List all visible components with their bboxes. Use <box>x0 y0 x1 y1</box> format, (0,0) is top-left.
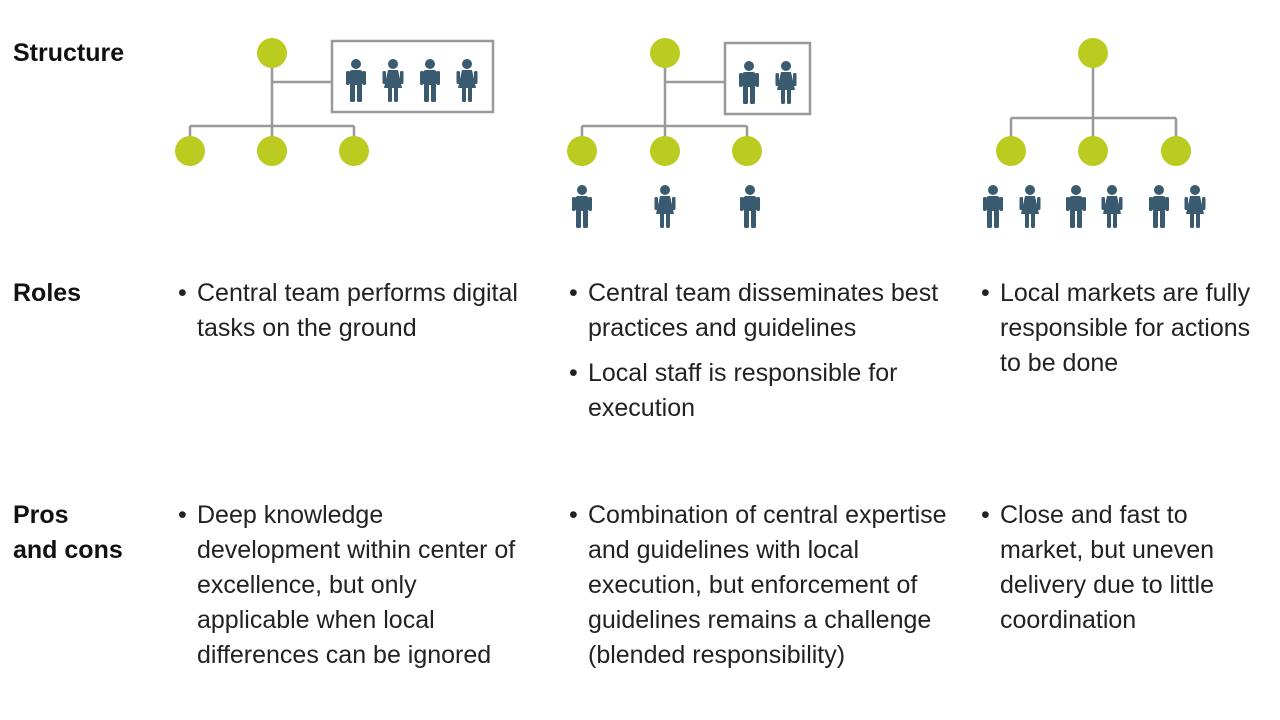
person-icon <box>1019 185 1041 228</box>
roles-bullet: Local staff is responsible for execution <box>566 356 966 426</box>
central-team-box <box>330 39 495 114</box>
person-icon <box>654 185 676 228</box>
structure-decentralized <box>983 38 1206 228</box>
pros-column-decentralized: Close and fast to market, but uneven del… <box>978 498 1273 648</box>
pros-bullet: Deep knowledge development within center… <box>175 498 520 673</box>
pros-bullet: Combination of central expertise and gui… <box>566 498 966 673</box>
pros-bullet: Close and fast to market, but uneven del… <box>978 498 1273 638</box>
hq-node <box>257 38 287 68</box>
hq-node <box>650 38 680 68</box>
market-node <box>257 136 287 166</box>
market-node <box>650 136 680 166</box>
market-node <box>996 136 1026 166</box>
roles-bullet: Central team disseminates best practices… <box>566 276 966 346</box>
hq-node <box>1078 38 1108 68</box>
roles-bullet: Local markets are fully responsible for … <box>978 276 1273 381</box>
row-label-pros-line2: and cons <box>13 536 123 564</box>
person-icon <box>1149 185 1169 228</box>
roles-column-hybrid: Central team disseminates best practices… <box>566 276 966 436</box>
market-node <box>732 136 762 166</box>
structure-centralized <box>175 38 495 166</box>
person-icon <box>983 185 1003 228</box>
row-label-structure: Structure <box>13 39 125 67</box>
market-node <box>175 136 205 166</box>
person-icon <box>456 59 478 102</box>
person-icon <box>346 59 366 102</box>
person-icon <box>382 59 404 102</box>
roles-bullet: Central team performs digital tasks on t… <box>175 276 520 346</box>
market-node <box>1161 136 1191 166</box>
person-icon <box>1101 185 1123 228</box>
person-icon <box>775 61 797 104</box>
roles-column-centralized: Central team performs digital tasks on t… <box>175 276 520 356</box>
structure-hybrid <box>567 38 812 228</box>
row-label-roles: Roles <box>13 279 82 307</box>
market-node <box>1078 136 1108 166</box>
market-node <box>567 136 597 166</box>
person-icon <box>739 61 759 104</box>
central-team-box <box>723 41 812 116</box>
pros-column-centralized: Deep knowledge development within center… <box>175 498 520 683</box>
row-label-pros-and-cons: Pros and cons <box>13 498 123 568</box>
person-icon <box>572 185 592 228</box>
person-icon <box>420 59 440 102</box>
market-node <box>339 136 369 166</box>
pros-column-hybrid: Combination of central expertise and gui… <box>566 498 966 683</box>
row-label-pros-line1: Pros <box>13 501 69 529</box>
person-icon <box>740 185 760 228</box>
person-icon <box>1184 185 1206 228</box>
person-icon <box>1066 185 1086 228</box>
roles-column-decentralized: Local markets are fully responsible for … <box>978 276 1273 391</box>
structure-diagrams <box>175 38 1206 228</box>
